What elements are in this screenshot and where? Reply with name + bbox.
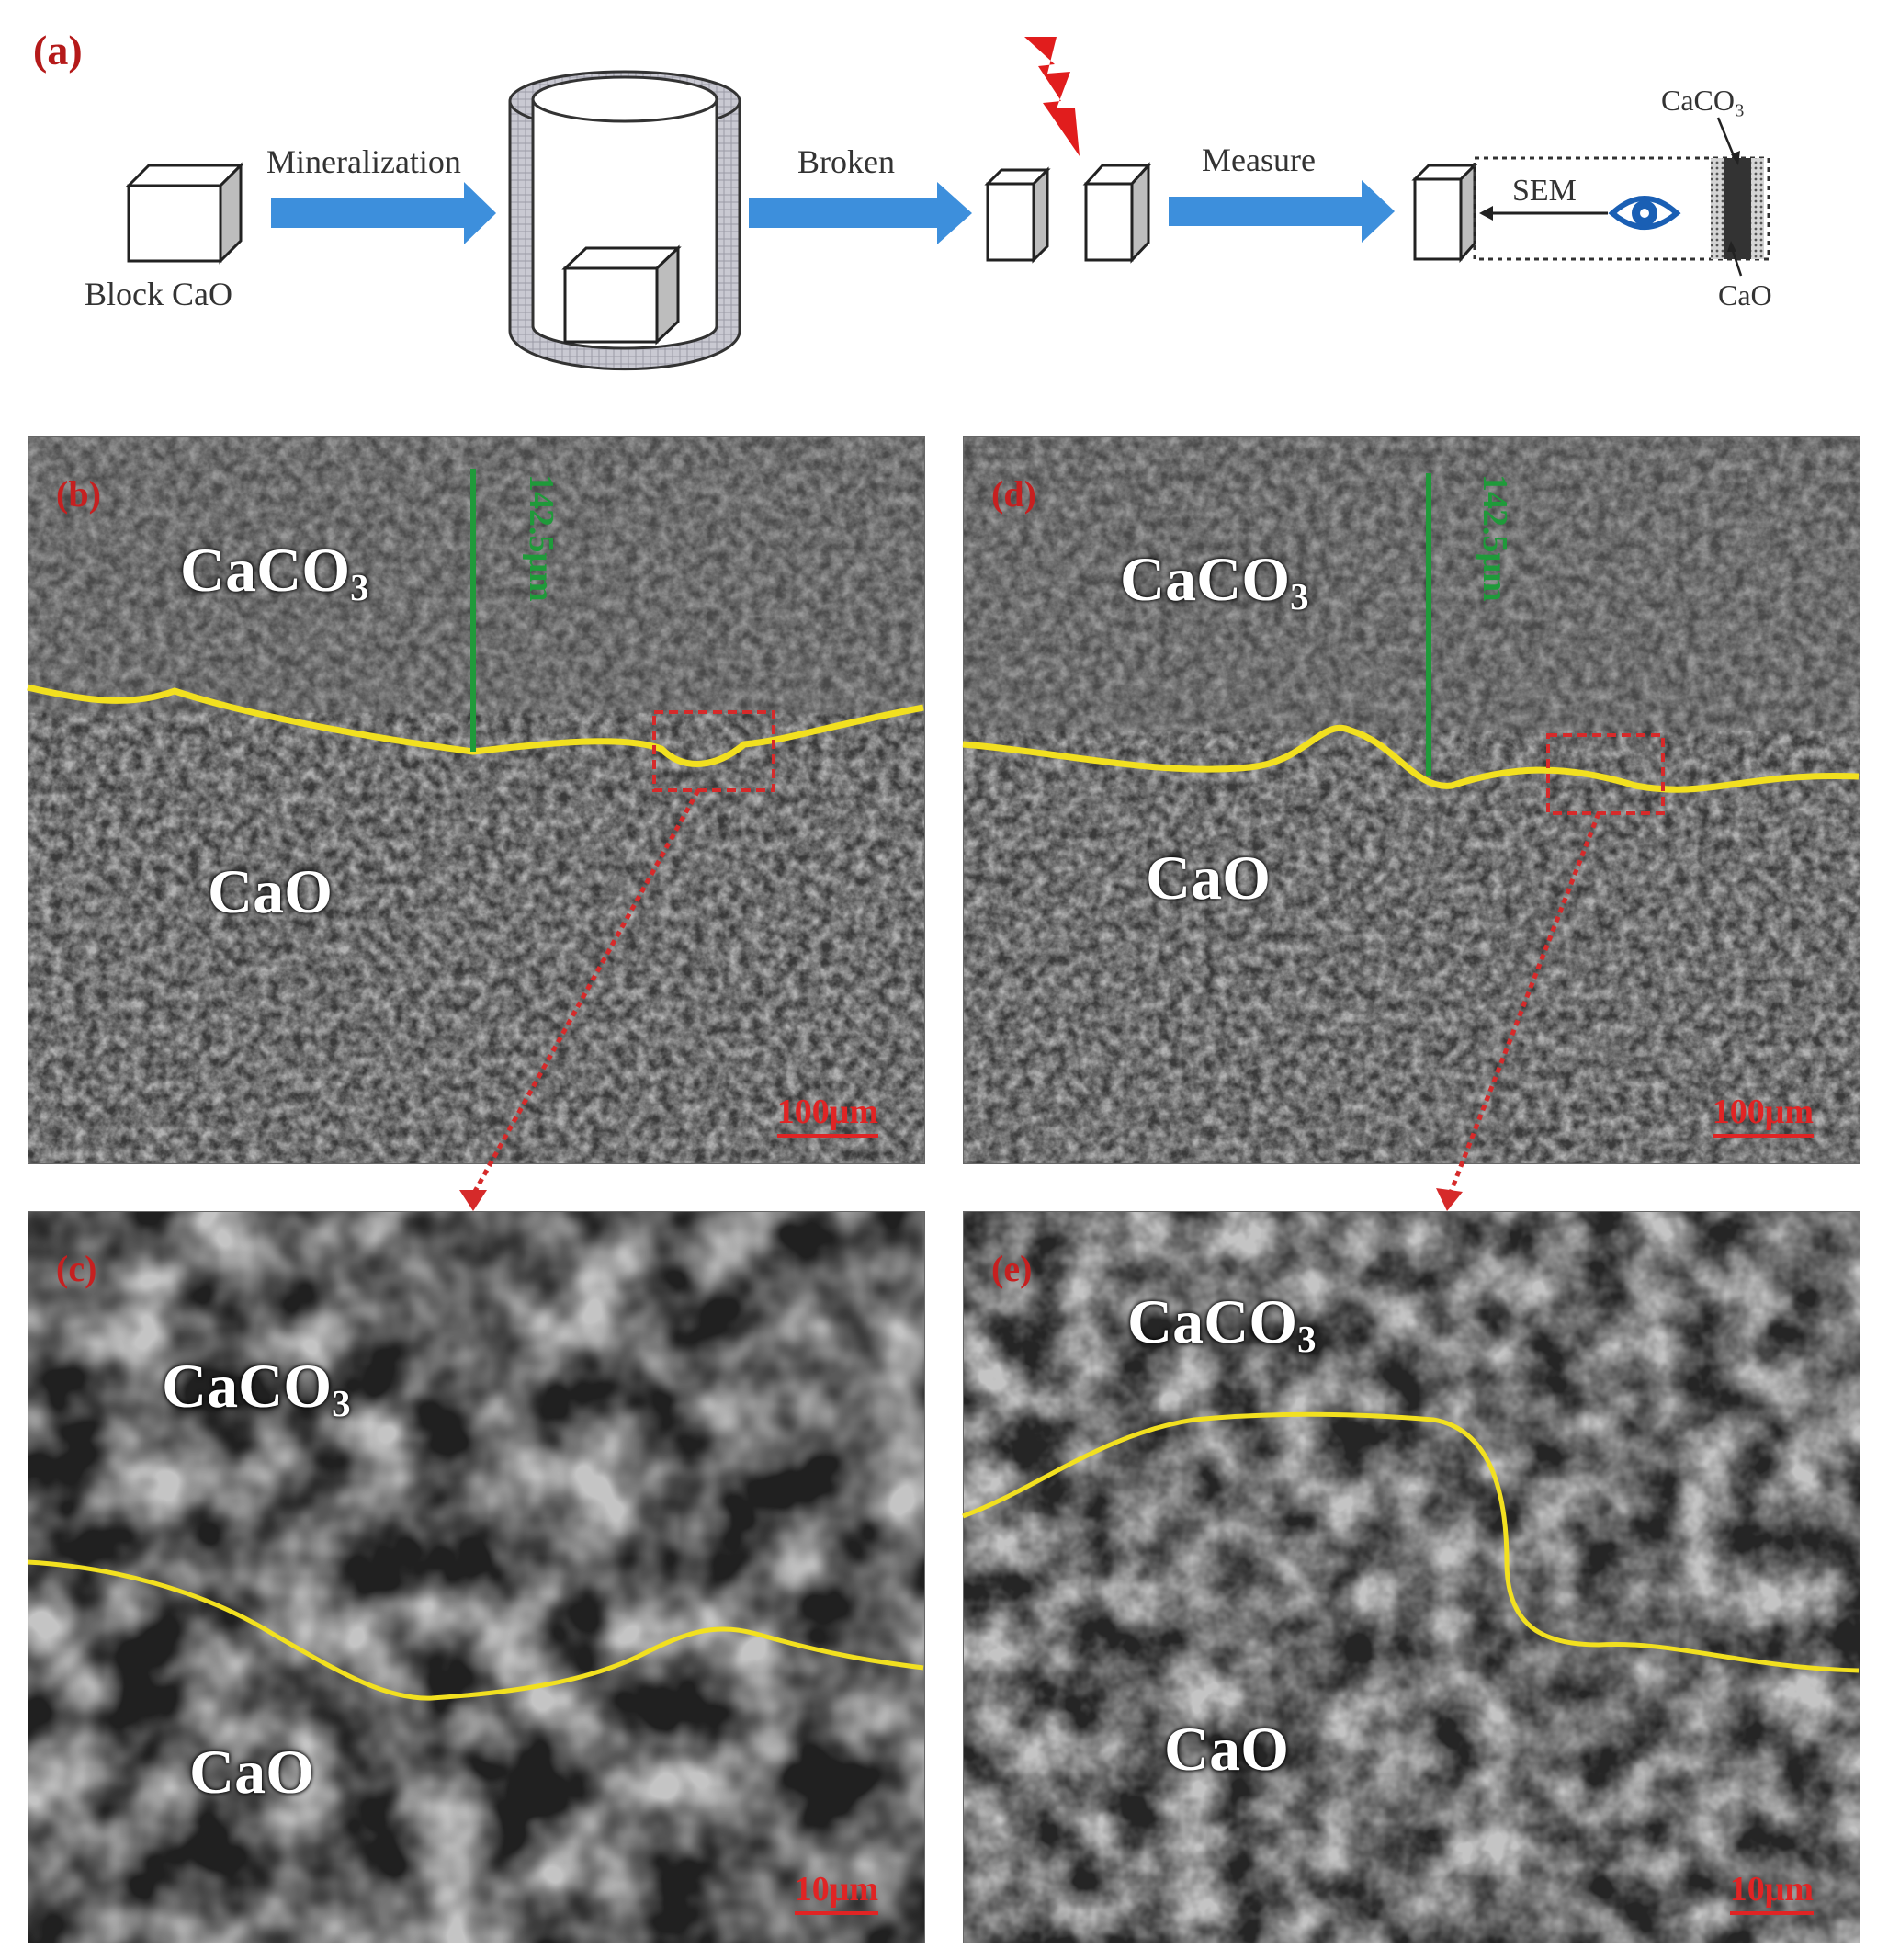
- schematic-diagram: Block CaO Mineralization Broken Measure: [85, 37, 1772, 371]
- sem-texture-c: [28, 1212, 924, 1943]
- block-cao-cube: [125, 162, 244, 265]
- sem-label: SEM: [1512, 174, 1577, 208]
- sem-texture-e: [964, 1212, 1860, 1943]
- panel-letter: (d): [991, 473, 1036, 515]
- sem-panel-e: (e) CaCO3 CaO 10μm: [963, 1211, 1860, 1943]
- arrow1-label: Mineralization: [266, 143, 461, 180]
- arrow3-label: Measure: [1202, 142, 1316, 178]
- cao-label: CaO: [1146, 843, 1271, 912]
- block-cao-label: Block CaO: [85, 276, 232, 312]
- scale-bar: 100μm: [776, 1092, 878, 1138]
- panel-letter: (b): [56, 473, 101, 515]
- scale-bar: 10μm: [794, 1869, 878, 1915]
- caco3-label: CaCO3: [162, 1351, 351, 1425]
- cao-label: CaO: [189, 1737, 314, 1807]
- caco3-label: CaCO3: [180, 535, 369, 609]
- scale-bar: 100μm: [1712, 1092, 1814, 1138]
- cao-label: CaO: [208, 856, 333, 926]
- lightning-icon: [1024, 37, 1080, 156]
- scale-bar: 10μm: [1729, 1869, 1814, 1915]
- panel-letter: (e): [991, 1248, 1033, 1289]
- broken-pieces: [984, 162, 1152, 264]
- eye-icon: [1608, 196, 1681, 230]
- sem-panel-d: (d) CaCO3 CaO 142.5μm 100μm: [963, 436, 1860, 1164]
- panel-letter: (c): [56, 1248, 97, 1289]
- reactor-vessel: [508, 70, 741, 371]
- layer-top-label: CaCO₃: [1661, 84, 1745, 117]
- panel-a-letter: (a): [33, 27, 83, 74]
- layer-bottom-label: CaO: [1718, 278, 1772, 312]
- arrow2-label: Broken: [797, 143, 895, 180]
- thickness-label: 142.5μm: [1476, 474, 1514, 602]
- caco3-label: CaCO3: [1127, 1286, 1317, 1361]
- sem-texture-d: [964, 437, 1860, 1163]
- arrow-measure: [1169, 180, 1395, 243]
- measured-piece: [1411, 156, 1770, 263]
- thickness-label: 142.5μm: [522, 474, 560, 602]
- caco3-label: CaCO3: [1120, 544, 1309, 618]
- sem-panel-b: (b) CaCO3 CaO 142.5μm 100μm: [28, 436, 925, 1164]
- cao-label: CaO: [1164, 1714, 1289, 1784]
- arrow-mineralization: [271, 182, 496, 244]
- arrow-broken: [749, 182, 972, 244]
- sem-texture-b: [28, 437, 924, 1163]
- sem-panel-c: (c) CaCO3 CaO 10μm: [28, 1211, 925, 1943]
